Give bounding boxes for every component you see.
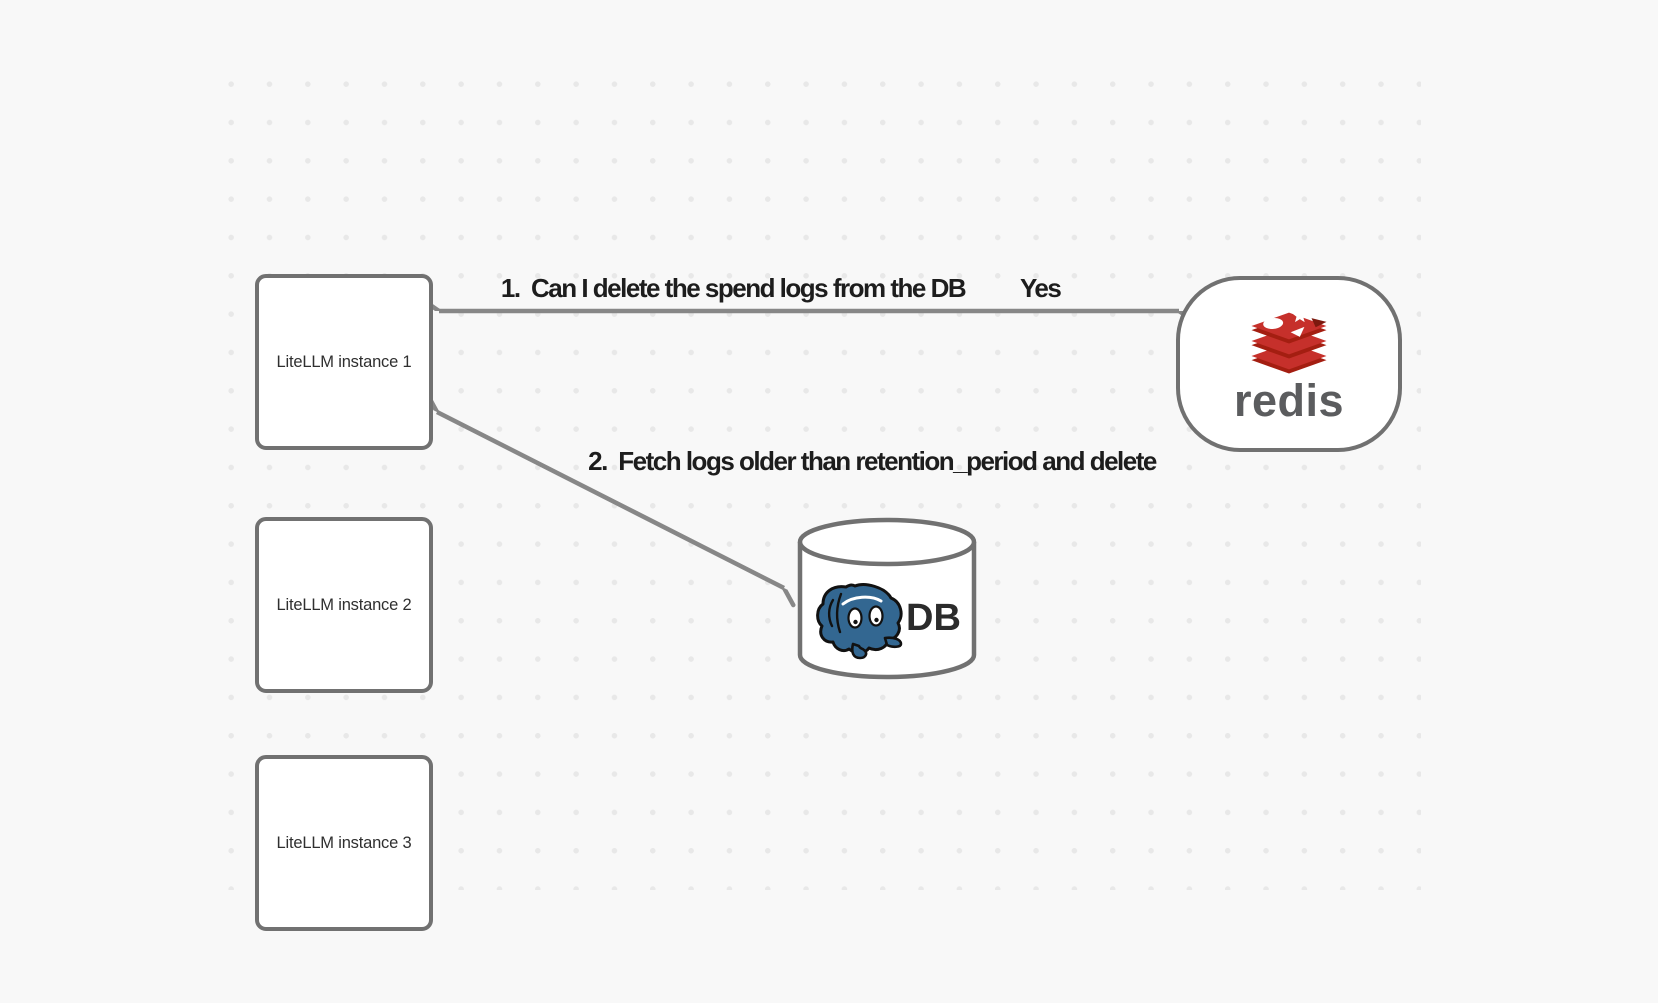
node-label: LiteLLM instance 1 xyxy=(276,352,412,371)
postgresql-elephant-icon xyxy=(816,583,903,660)
node-litellm-instance-1[interactable]: LiteLLM instance 1 xyxy=(255,274,433,450)
db-node-label: DB xyxy=(906,597,961,639)
redis-wordmark: redis xyxy=(1233,374,1345,426)
node-litellm-instance-3[interactable]: LiteLLM instance 3 xyxy=(255,755,433,931)
annotation-step1-answer[interactable]: Yes xyxy=(1020,273,1062,303)
redis-logo-icon xyxy=(1251,307,1327,373)
node-litellm-instance-2[interactable]: LiteLLM instance 2 xyxy=(255,517,433,693)
annotation-step2[interactable]: 2. Fetch logs older than retention_perio… xyxy=(588,446,1157,476)
node-label: LiteLLM instance 3 xyxy=(276,833,412,852)
annotation-step1[interactable]: 1. Can I delete the spend logs from the … xyxy=(500,273,967,303)
node-redis[interactable]: redis xyxy=(1176,276,1402,452)
node-label: LiteLLM instance 2 xyxy=(276,595,412,614)
